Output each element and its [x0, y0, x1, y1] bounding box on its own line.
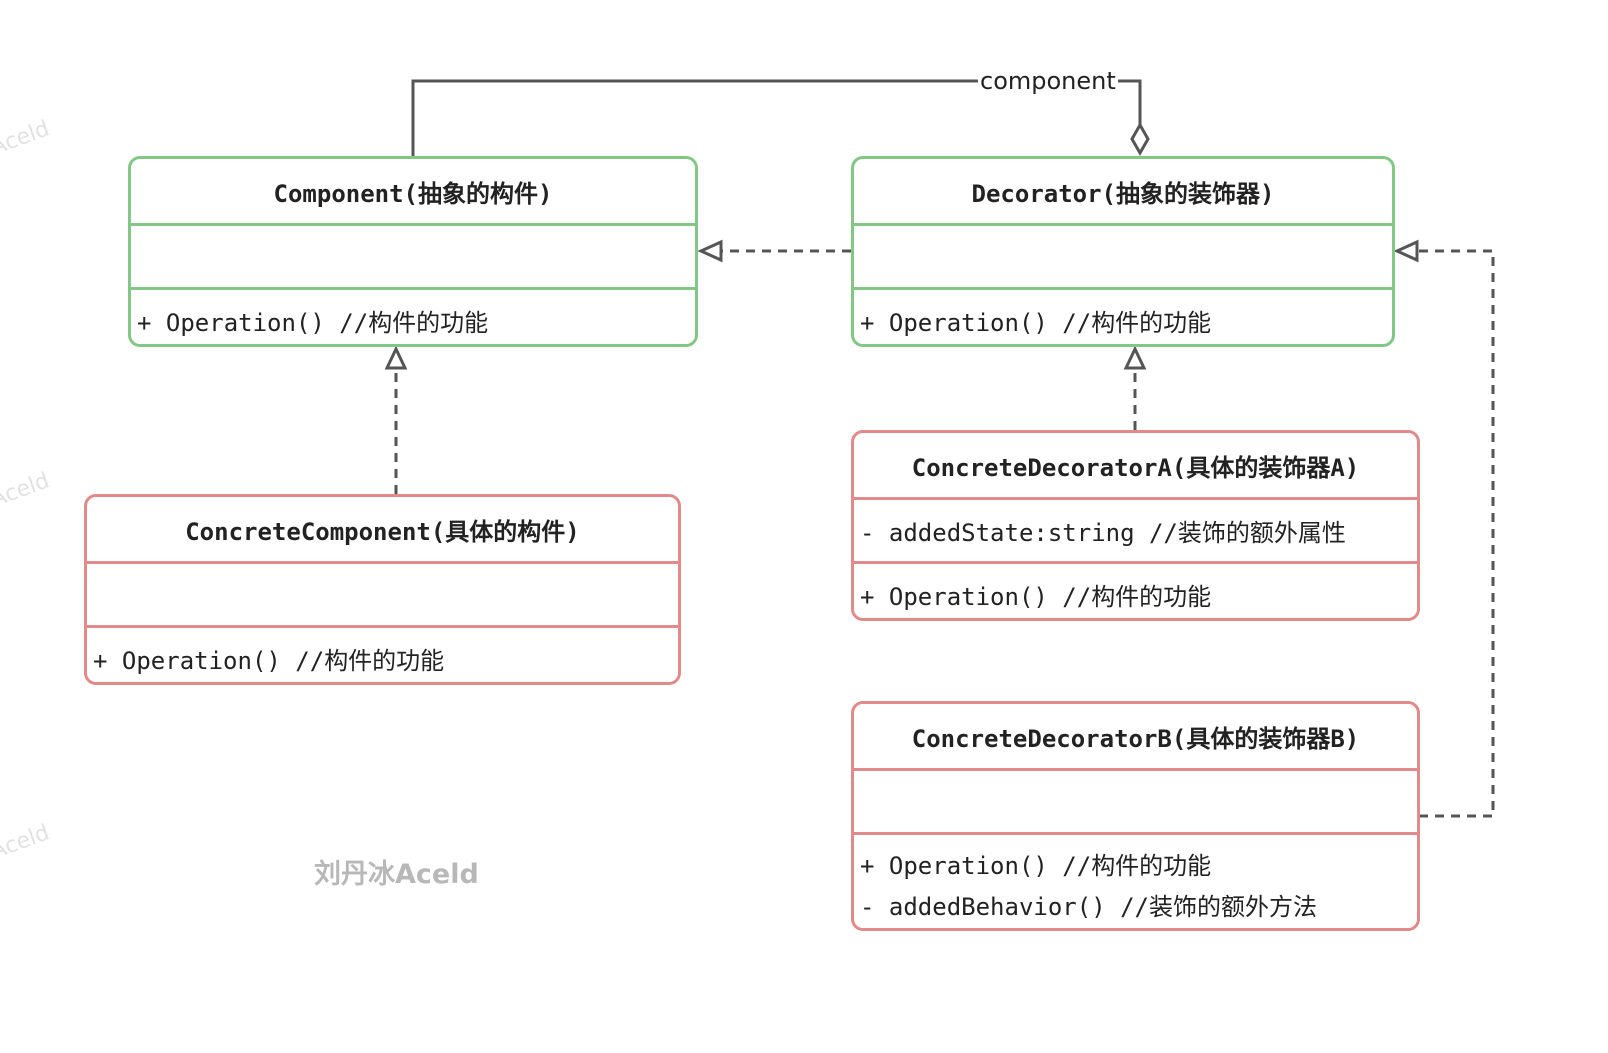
- concrete-component-realization-arrow: [384, 345, 408, 370]
- class-concrete-component[interactable]: ConcreteComponent(具体的构件) + Operation() /…: [84, 494, 681, 685]
- attributes-section: - addedState:string //装饰的额外属性: [854, 497, 1417, 561]
- class-title: Decorator(抽象的装饰器): [971, 179, 1275, 208]
- class-title: ConcreteDecoratorA(具体的装饰器A): [911, 453, 1360, 482]
- decorator-b-realization-arrow: [1393, 239, 1419, 263]
- class-title: ConcreteComponent(具体的构件): [185, 517, 580, 546]
- decorator-b-realization-line: [1418, 249, 1495, 818]
- operations-section: + Operation() //构件的功能: [854, 287, 1392, 344]
- operations-section: + Operation() //构件的功能: [87, 625, 678, 682]
- class-component[interactable]: Component(抽象的构件) + Operation() //构件的功能: [128, 156, 698, 347]
- aggregation-label: component: [978, 64, 1118, 98]
- class-title: ConcreteDecoratorB(具体的装饰器B): [911, 724, 1360, 753]
- class-decorator[interactable]: Decorator(抽象的装饰器) + Operation() //构件的功能: [851, 156, 1395, 347]
- aggregation-line: [411, 79, 1142, 157]
- operations-section: + Operation() //构件的功能 - addedBehavior() …: [854, 832, 1417, 928]
- class-concrete-decorator-b[interactable]: ConcreteDecoratorB(具体的装饰器B) + Operation(…: [851, 701, 1420, 931]
- aggregation-diamond: [1130, 121, 1150, 157]
- operation-line: - addedBehavior() //装饰的额外方法: [860, 892, 1317, 921]
- attributes-section: [854, 768, 1417, 832]
- attributes-section: [131, 223, 695, 287]
- decorator-a-realization-arrow: [1123, 345, 1147, 370]
- class-title: Component(抽象的构件): [273, 179, 553, 208]
- operation-line: + Operation() //构件的功能: [137, 309, 489, 337]
- attributes-section: [87, 561, 678, 625]
- decorator-realization-arrow: [697, 239, 723, 263]
- attributes-section: [854, 223, 1392, 287]
- operations-section: + Operation() //构件的功能: [854, 561, 1417, 618]
- operation-line: + Operation() //构件的功能: [860, 309, 1212, 337]
- operation-line: + Operation() //构件的功能: [93, 647, 445, 675]
- operation-line: + Operation() //构件的功能: [860, 851, 1212, 880]
- author-watermark: 刘丹冰Aceld: [314, 859, 479, 890]
- class-concrete-decorator-a[interactable]: ConcreteDecoratorA(具体的装饰器A) - addedState…: [851, 430, 1420, 621]
- attribute-line: - addedState:string //装饰的额外属性: [860, 519, 1346, 547]
- operations-section: + Operation() //构件的功能: [131, 287, 695, 344]
- operation-line: + Operation() //构件的功能: [860, 583, 1212, 611]
